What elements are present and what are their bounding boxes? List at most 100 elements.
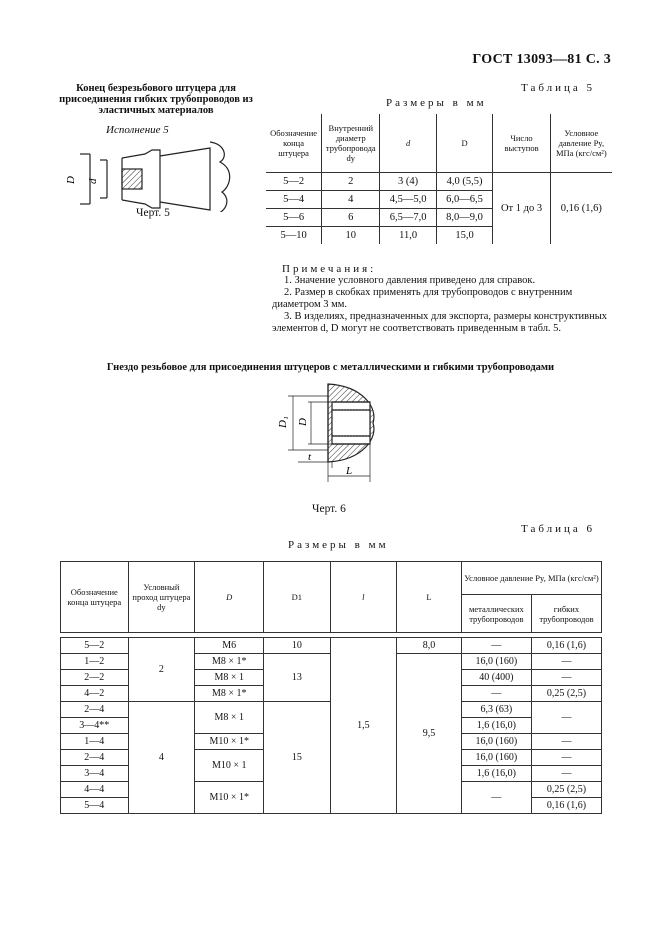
t6-D-cell: M8 × 1 — [194, 669, 265, 686]
t6-header-passage: Условный проход штуцера dy — [127, 561, 196, 633]
t5-cell: 5—10 — [266, 226, 323, 244]
dim-L-label: L — [345, 465, 352, 477]
table6-title: Таблица 6 — [521, 523, 596, 535]
t6-D-cell: M6 — [194, 637, 265, 654]
t6-cell: 4—2 — [60, 685, 129, 702]
table-row: 5—4 0,16 (1,6) — [60, 797, 603, 814]
t6-l-cell: 1,5 — [329, 637, 398, 814]
t6-header-flex: гибких трубопроводов — [530, 594, 603, 633]
t6-header-D1: D1 — [263, 561, 331, 633]
t6-cell: 1—4 — [60, 733, 129, 750]
t6-cell: 5—2 — [60, 637, 129, 654]
t6-cell: 0,25 (2,5) — [530, 781, 603, 798]
t6-cell: 4—4 — [60, 781, 129, 798]
t5-pressure-value: 0,16 (1,6) — [549, 172, 612, 244]
t6-cell: — — [530, 765, 603, 782]
t5-header-inner: Внутренний диаметр трубопровода dy — [321, 114, 381, 173]
table-row: 2—4 4 M8 × 1 15 6,3 (63) — — [60, 701, 603, 814]
t6-cell: 2—4 — [60, 749, 129, 766]
dim-D-label: D — [297, 418, 309, 427]
table-row: 1—4 M10 × 1* 16,0 (160) — — [60, 733, 603, 750]
t6-cell: — — [530, 733, 603, 750]
t6-cell: — — [460, 637, 532, 654]
t6-D1-cell: 13 — [263, 653, 331, 702]
notes-heading: Примечания: — [282, 263, 377, 275]
figure-5-caption: Черт. 5 — [136, 207, 170, 219]
dim-D-label: D — [65, 176, 77, 185]
table-row: 2—2 M8 × 1 40 (400) — — [60, 669, 603, 686]
t5-cell: 6 — [321, 208, 381, 227]
note-item: 3. В изделиях, предназначенных для экспо… — [272, 311, 608, 334]
t6-cell: — — [530, 669, 603, 686]
table-row: 4—2 M8 × 1* — 0,25 (2,5) — [60, 685, 603, 702]
t6-dy-cell: 2 — [127, 637, 196, 702]
t5-cell: 10 — [321, 226, 381, 244]
t5-cell: 5—6 — [266, 208, 323, 227]
t6-D-cell: M10 × 1 — [194, 749, 265, 782]
t6-D-cell: M8 × 1* — [194, 653, 265, 670]
t6-dy-cell: 4 — [127, 701, 196, 814]
t6-cell: 40 (400) — [460, 669, 532, 686]
page-header: ГОСТ 13093—81 С. 3 — [472, 52, 611, 67]
t6-cell: 1—2 — [60, 653, 129, 670]
t5-cell: 3 (4) — [379, 172, 437, 191]
table6-units: Размеры в мм — [288, 539, 389, 551]
t6-cell: — — [460, 781, 532, 814]
t6-header-D: D — [194, 561, 265, 633]
note-item: 2. Размер в скобках применять для трубоп… — [272, 287, 573, 310]
table6: Обозначение конца штуцера Условный прохо… — [60, 560, 603, 814]
t6-cell: 2—2 — [60, 669, 129, 686]
t6-cell: 2—4 — [60, 701, 129, 718]
figure-5-drawing: D d — [65, 141, 231, 212]
t5-header-D: D — [435, 114, 494, 173]
t6-cell: 6,3 (63) — [460, 701, 532, 718]
t5-cell: 6,5—7,0 — [379, 208, 437, 227]
notes: Примечания: 1. Значение условного давлен… — [272, 263, 612, 335]
t6-L-cell: 9,5 — [396, 653, 462, 814]
t6-cell: — — [530, 653, 603, 670]
t5-cell: 6,0—6,5 — [435, 190, 493, 209]
t6-cell: 3—4 — [60, 765, 129, 782]
t5-cell: 5—4 — [266, 190, 323, 209]
t6-cell: 16,0 (160) — [460, 653, 532, 670]
t6-D-cell: M8 × 1 — [194, 701, 265, 734]
table-row: 1—2 M8 × 1* 13 9,5 16,0 (160) — — [60, 653, 603, 814]
t6-cell: — — [530, 749, 603, 766]
t6-cell: 16,0 (160) — [460, 733, 532, 750]
t6-cell: — — [460, 685, 532, 702]
t6-header-L: L — [396, 561, 462, 633]
table-row: 2—4 M10 × 1 16,0 (160) — — [60, 749, 603, 782]
t6-cell: 0,16 (1,6) — [530, 637, 603, 654]
note-item: 1. Значение условного давления приведено… — [284, 275, 536, 286]
t6-header-metal: металлических трубопроводов — [460, 594, 532, 633]
t5-header-d: d — [379, 114, 437, 173]
t6-D-cell: M10 × 1* — [194, 733, 265, 750]
section5-title: Конец безрезьбового штуцера для присоеди… — [59, 83, 253, 116]
t6-header-designation: Обозначение конца штуцера — [60, 561, 129, 633]
table5-title: Таблица 5 — [521, 82, 596, 94]
t6-header-pressure: Условное давление Py, МПа (кгс/см²) — [460, 560, 603, 596]
t6-D-cell: M8 × 1* — [194, 685, 265, 702]
t5-header-ridges: Число выступов — [492, 114, 551, 173]
table-row: 5—6 6 6,5—7,0 8,0—9,0 — [266, 208, 612, 227]
dim-D1-label: D₁ — [277, 416, 289, 429]
t6-L-cell: 8,0 — [396, 637, 462, 654]
table-row: 5—2 2 3 (4) 4,0 (5,5) От 1 до 3 0,16 (1,… — [266, 172, 612, 244]
t5-cell: 4,0 (5,5) — [435, 172, 494, 191]
table-row: 5—10 10 11,0 15,0 — [266, 226, 612, 244]
table5-units: Размеры в мм — [386, 97, 487, 109]
t6-header-l: l — [329, 561, 398, 633]
t6-cell: 16,0 (160) — [460, 749, 532, 766]
table5: Обозначение конца штуцера Внутренний диа… — [266, 114, 612, 244]
t6-cell: — — [530, 701, 603, 734]
t5-ridges-value: От 1 до 3 — [492, 172, 551, 244]
t5-cell: 15,0 — [435, 226, 493, 244]
t5-header-designation: Обозначение конца штуцера — [266, 114, 323, 173]
t5-cell: 2 — [321, 172, 381, 191]
t6-cell: 0,16 (1,6) — [530, 797, 603, 814]
t6-D1-cell: 15 — [263, 701, 331, 814]
section6-title: Гнездо резьбовое для присоединения штуце… — [106, 362, 555, 373]
figure-6-drawing: D₁ D t L — [277, 383, 375, 482]
t6-cell: 3—4** — [60, 717, 129, 734]
figure-6-caption: Черт. 6 — [312, 503, 346, 515]
